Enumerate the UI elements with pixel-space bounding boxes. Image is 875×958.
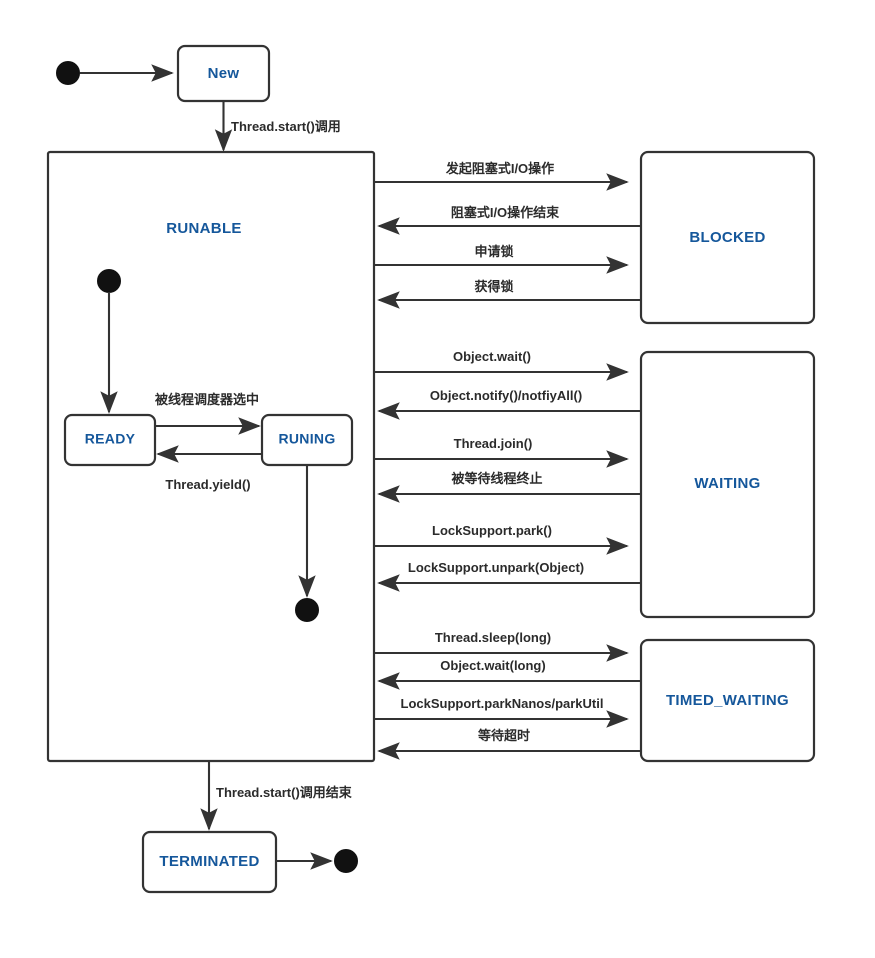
state-timed-waiting-label: TIMED_WAITING xyxy=(666,692,789,709)
state-runable-label: RUNABLE xyxy=(166,220,241,237)
edge-blocked-to-runable-lock-label: 获得锁 xyxy=(474,279,513,294)
state-terminated-label: TERMINATED xyxy=(159,853,259,870)
state-runable[interactable] xyxy=(46,150,376,763)
edge-blocked-to-runable-io-label: 阻塞式I/O操作结束 xyxy=(451,205,560,220)
state-timed-waiting[interactable] xyxy=(639,638,816,763)
edge-waiting-to-runable-notify-label: Object.notify()/notfiyAll() xyxy=(430,388,582,403)
edge-runable-to-waiting-park-label: LockSupport.park() xyxy=(432,523,552,538)
state-ready-label: READY xyxy=(85,431,136,447)
edge-timed-to-runable-wait-label: Object.wait(long) xyxy=(440,658,545,673)
state-waiting-label: WAITING xyxy=(694,475,760,492)
edge-runable-to-blocked-io-label: 发起阻塞式I/O操作 xyxy=(445,161,554,176)
edge-waiting-to-runable-unpark-label: LockSupport.unpark(Object) xyxy=(408,560,584,575)
state-runing-label: RUNING xyxy=(278,431,335,447)
runable-initial-node xyxy=(97,269,121,293)
edge-runable-to-timed-sleep-label: Thread.sleep(long) xyxy=(435,630,551,645)
edge-new-to-runable-label: Thread.start()调用 xyxy=(231,119,341,134)
runable-final-node xyxy=(295,598,319,622)
state-blocked-label: BLOCKED xyxy=(689,229,765,246)
state-new-label: New xyxy=(208,65,240,82)
state-waiting[interactable] xyxy=(639,350,816,619)
edge-ready-to-runing-label: 被线程调度器选中 xyxy=(154,392,259,407)
state-ready[interactable] xyxy=(63,413,157,467)
edge-waiting-to-runable-join-label: 被等待线程终止 xyxy=(450,471,542,486)
edge-runable-to-waiting-wait-label: Object.wait() xyxy=(453,349,531,364)
edge-runing-to-ready-label: Thread.yield() xyxy=(165,477,250,492)
edge-runable-to-waiting-join-label: Thread.join() xyxy=(454,436,533,451)
final-node xyxy=(334,849,358,873)
edge-runable-to-terminated-label: Thread.start()调用结束 xyxy=(216,785,353,800)
edge-runable-to-timed-parknanos-label: LockSupport.parkNanos/parkUtil xyxy=(401,696,604,711)
initial-node xyxy=(56,61,80,85)
edge-runable-to-blocked-lock-label: 申请锁 xyxy=(474,244,513,259)
edge-timed-to-runable-timeout-label: 等待超时 xyxy=(477,728,530,743)
state-blocked[interactable] xyxy=(639,150,816,325)
